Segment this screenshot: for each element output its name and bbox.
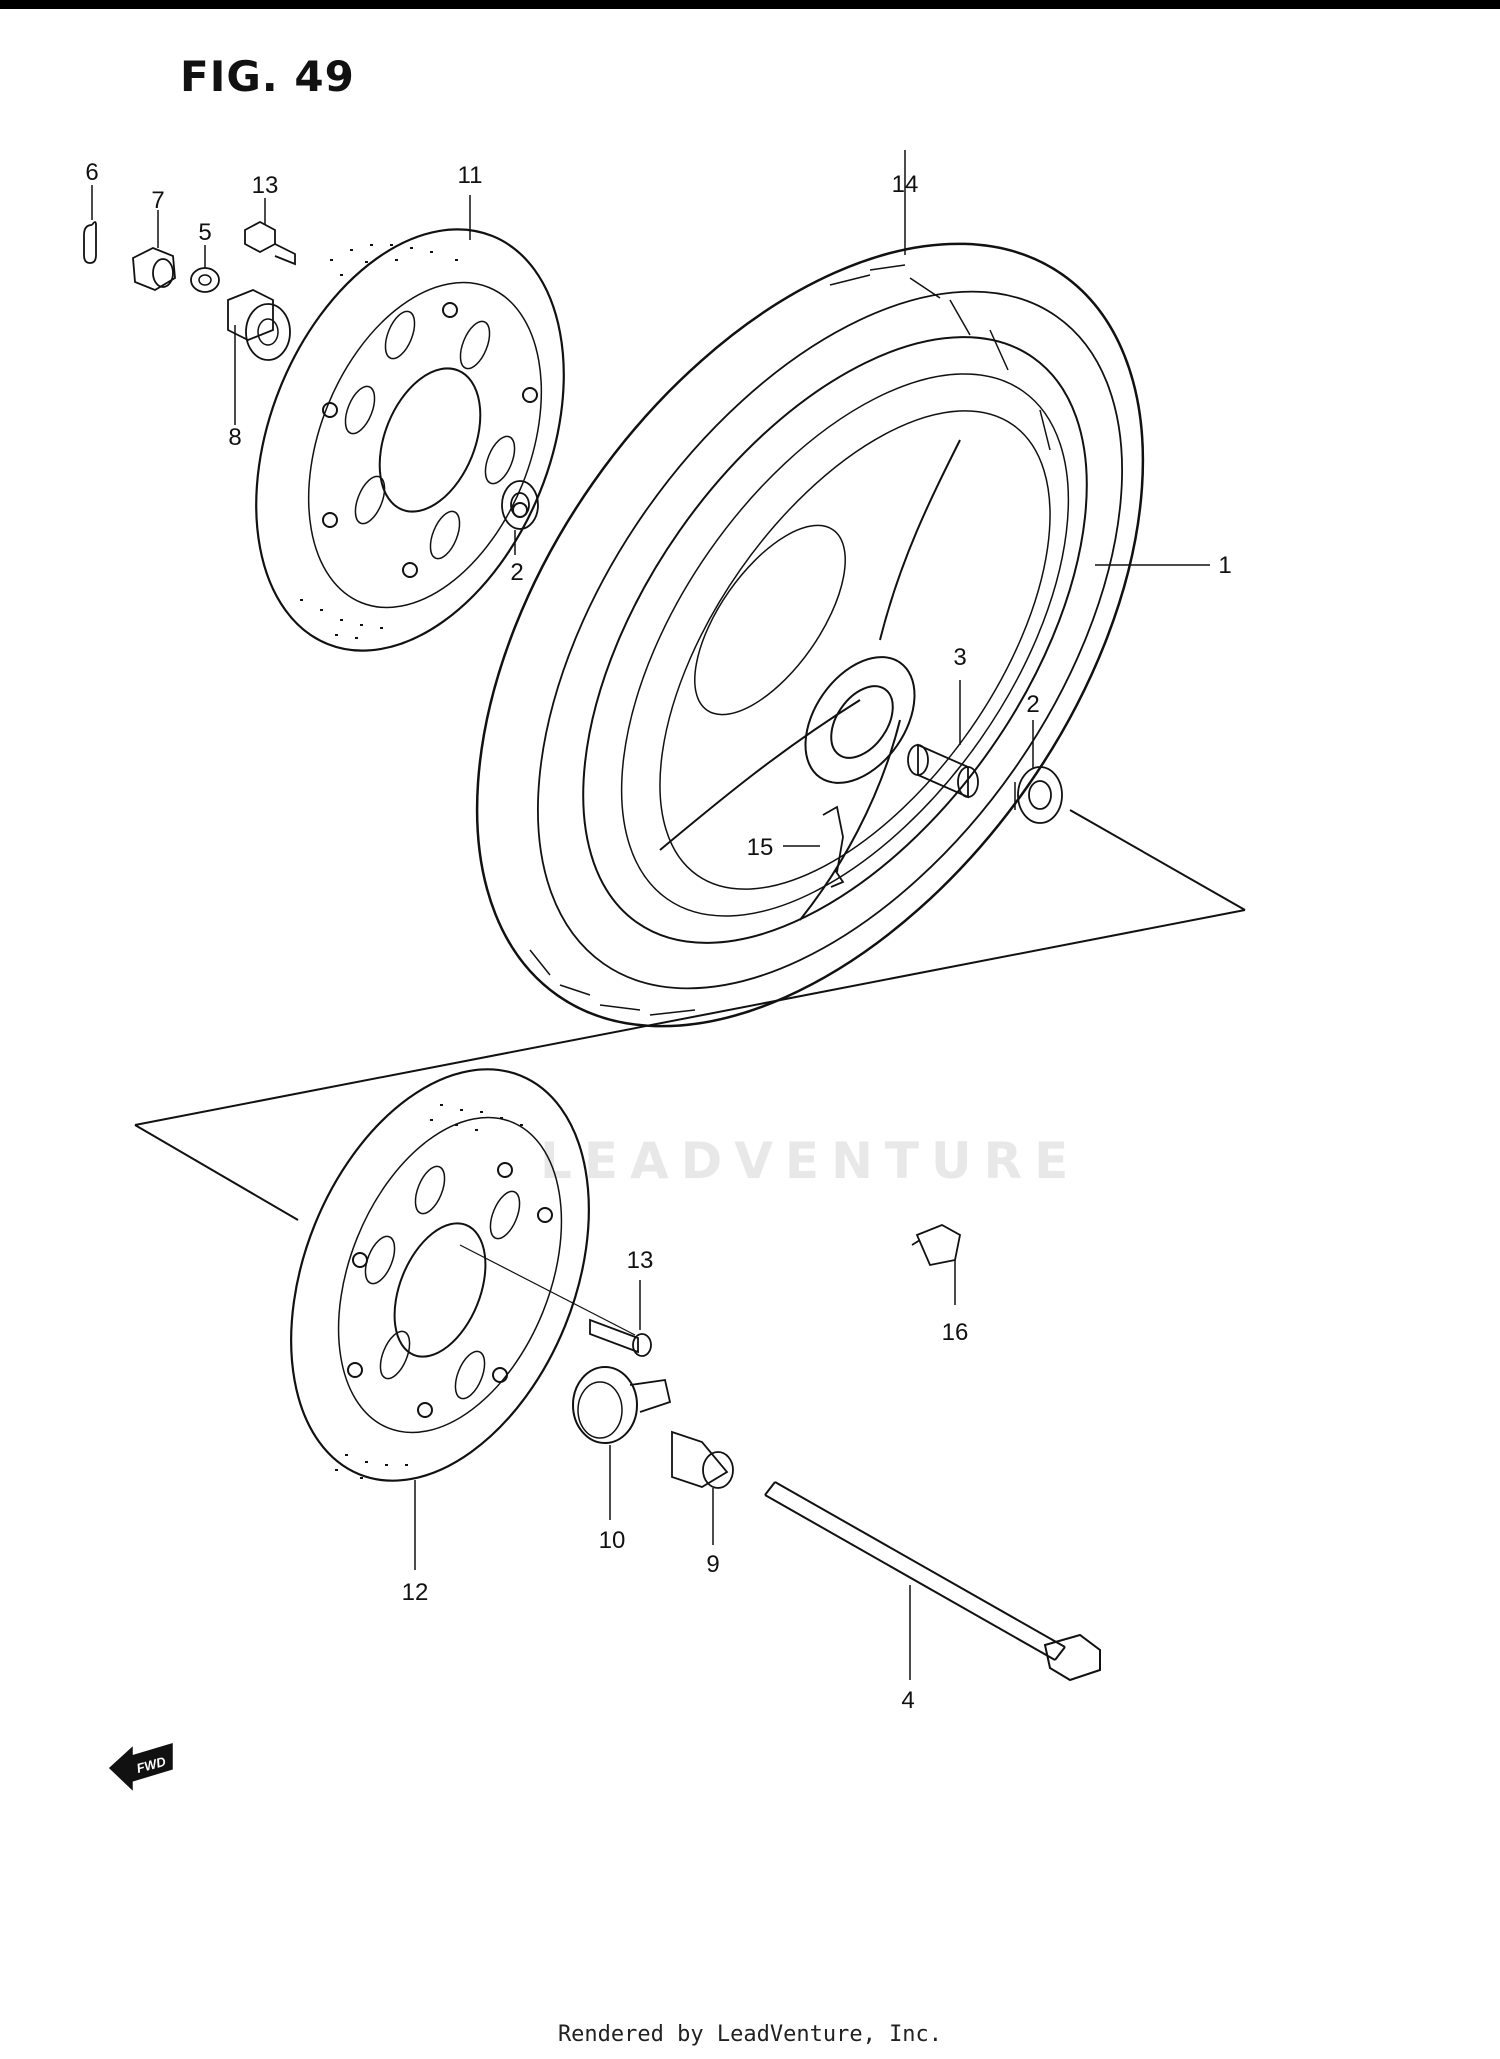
axle-nut[interactable]: [132, 247, 176, 292]
callout-8: 8: [228, 424, 241, 451]
wheel-rim[interactable]: [481, 248, 1188, 1031]
top-border: [0, 0, 1500, 9]
disc-bolt-upper[interactable]: [244, 220, 296, 266]
callout-2-right: 2: [1026, 691, 1039, 718]
fwd-arrow-badge: FWD: [108, 1742, 173, 1791]
callout-3: 3: [953, 644, 966, 671]
footer-credit: Rendered by LeadVenture, Inc.: [557, 2022, 943, 2047]
callout-16: 16: [942, 1319, 969, 1346]
cotter-pin[interactable]: [83, 221, 97, 264]
washer[interactable]: [190, 267, 220, 293]
speedometer-gearbox[interactable]: [572, 1366, 672, 1444]
disc-bolt-lower[interactable]: [589, 1318, 652, 1357]
brake-disc-lower[interactable]: [234, 1025, 645, 1525]
bearing-spacer[interactable]: [907, 743, 979, 799]
callout-14: 14: [892, 171, 919, 198]
callout-1: 1: [1218, 552, 1231, 579]
callout-7: 7: [151, 187, 164, 214]
callout-15: 15: [747, 834, 774, 861]
leader-lines: [91, 150, 1210, 1680]
callout-11: 11: [458, 162, 483, 189]
callout-12: 12: [402, 1579, 429, 1606]
tire-valve[interactable]: [822, 805, 845, 888]
callout-5: 5: [198, 219, 211, 246]
front-axle[interactable]: [764, 1481, 1101, 1682]
wheel-bearing-left[interactable]: [501, 480, 539, 530]
spacer-collar[interactable]: [227, 289, 291, 361]
wheel-bearing-right[interactable]: [1014, 766, 1063, 824]
callout-2-left: 2: [510, 559, 523, 586]
tire[interactable]: [341, 123, 1280, 1148]
callout-13-lower: 13: [627, 1247, 654, 1274]
figure-title: FIG. 49: [180, 52, 355, 101]
callout-numbers: 6 7 5 13 11 8 2 14 1 3 2 15 13 16 10 9 1…: [85, 159, 1231, 1714]
watermark: LEADVENTURE: [540, 1132, 1081, 1190]
axle-collar[interactable]: [671, 1430, 734, 1489]
callout-6: 6: [85, 159, 98, 186]
callout-9: 9: [706, 1551, 719, 1578]
callout-13-upper: 13: [252, 172, 279, 199]
axis-projection-lines: [134, 809, 1246, 1221]
brake-disc-upper[interactable]: [198, 184, 622, 697]
callout-4: 4: [901, 1687, 914, 1714]
callout-10: 10: [599, 1527, 626, 1554]
clip[interactable]: [911, 1224, 962, 1267]
